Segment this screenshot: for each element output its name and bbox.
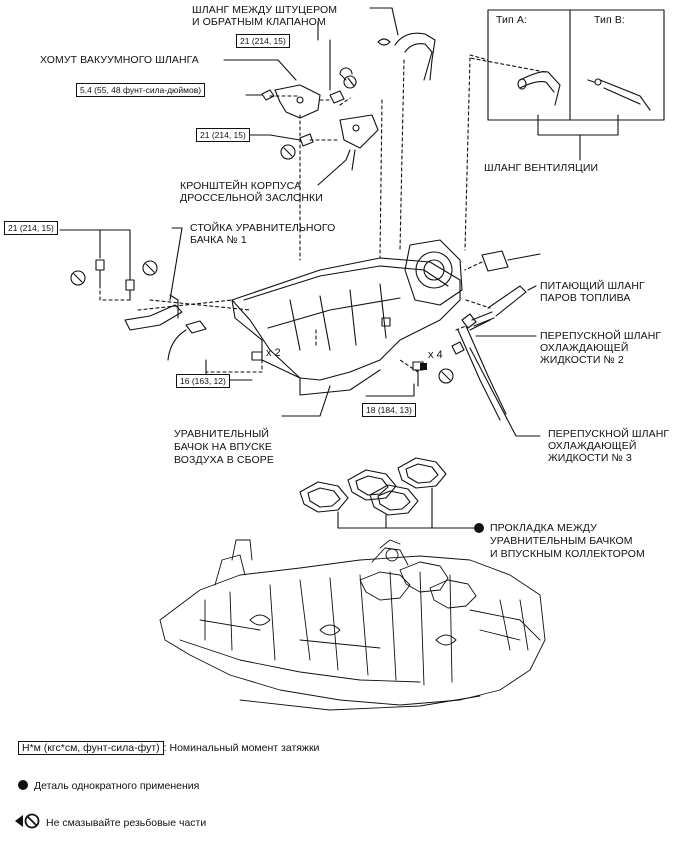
- label-bypass2-line1: ПЕРЕПУСКНОЙ ШЛАНГ: [540, 330, 662, 342]
- legend-single-use: Деталь однократного применения: [18, 779, 199, 793]
- torque-spec-1: 21 (214, 15): [236, 34, 290, 48]
- label-fuel-vapor-line2: ПАРОВ ТОПЛИВА: [540, 292, 631, 304]
- label-type-a: Тип A:: [496, 14, 527, 26]
- label-gasket-line3: И ВПУСКНЫМ КОЛЛЕКТОРОМ: [490, 548, 645, 560]
- torque-spec-3: 21 (214, 15): [196, 128, 250, 142]
- legend-no-lube: Не смазывайте резьбовые части: [14, 813, 206, 833]
- torque-spec-5: 16 (163, 12): [176, 374, 230, 388]
- label-bypass3-line2: ОХЛАЖДАЮЩЕЙ: [548, 440, 637, 452]
- legend-torque: Н*м (кгс*см, фунт-сила-фут): Номинальный…: [18, 741, 319, 755]
- torque-spec-2: 5,4 (55, 48 фунт-сила-дюймов): [76, 83, 206, 97]
- label-type-b: Тип B:: [594, 14, 625, 26]
- label-throttle-bracket-line1: КРОНШТЕЙН КОРПУСА: [180, 180, 302, 192]
- label-vacuum-clamp: ХОМУТ ВАКУУМНОГО ШЛАНГА: [40, 54, 199, 66]
- label-vent-hose: ШЛАНГ ВЕНТИЛЯЦИИ: [484, 162, 599, 174]
- legend-torque-box: Н*м (кгс*см, фунт-сила-фут): [18, 741, 164, 755]
- torque-spec-4: 21 (214, 15): [4, 221, 58, 235]
- label-surge-tank-line1: УРАВНИТЕЛЬНЫЙ: [174, 428, 270, 440]
- label-hose-fitting-line1: ШЛАНГ МЕЖДУ ШТУЦЕРОМ: [192, 4, 338, 16]
- multiplier-x4: x 4: [428, 349, 443, 361]
- legend-torque-text: : Номинальный момент затяжки: [163, 742, 320, 754]
- label-throttle-bracket-line2: ДРОССЕЛЬНОЙ ЗАСЛОНКИ: [180, 192, 323, 204]
- label-gasket-line2: УРАВНИТЕЛЬНЫМ БАЧКОМ: [490, 535, 633, 547]
- label-fuel-vapor-line1: ПИТАЮЩИЙ ШЛАНГ: [540, 280, 645, 292]
- no-lubricate-icon: [14, 813, 42, 833]
- torque-spec-6: 18 (184, 13): [362, 403, 416, 417]
- label-surge-stay-line1: СТОЙКА УРАВНИТЕЛЬНОГО: [190, 222, 336, 234]
- label-bypass3-line1: ПЕРЕПУСКНОЙ ШЛАНГ: [548, 428, 670, 440]
- label-bypass2-line3: ЖИДКОСТИ № 2: [540, 354, 624, 366]
- multiplier-x2: x 2: [266, 347, 281, 359]
- label-bypass2-line2: ОХЛАЖДАЮЩЕЙ: [540, 342, 629, 354]
- label-bypass3-line3: ЖИДКОСТИ № 3: [548, 452, 632, 464]
- legend-single-use-text: Деталь однократного применения: [34, 780, 200, 792]
- label-gasket-line1: ПРОКЛАДКА МЕЖДУ: [490, 522, 597, 534]
- legend-no-lube-text: Не смазывайте резьбовые части: [46, 817, 207, 829]
- label-hose-fitting-line2: И ОБРАТНЫМ КЛАПАНОМ: [192, 16, 326, 28]
- label-surge-stay-line2: БАЧКА № 1: [190, 234, 247, 246]
- label-surge-tank-line3: ВОЗДУХА В СБОРЕ: [174, 454, 274, 466]
- single-use-dot-icon: [18, 780, 28, 790]
- label-surge-tank-line2: БАЧОК НА ВПУСКЕ: [174, 441, 272, 453]
